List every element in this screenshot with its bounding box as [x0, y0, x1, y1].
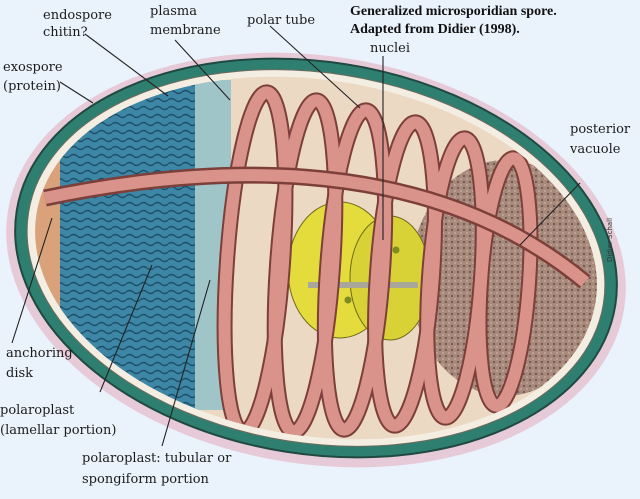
label-polaroplast-tubular: polaroplast: tubular or [82, 451, 232, 466]
label-endospore: endospore [43, 8, 112, 23]
label-exospore: exospore [3, 60, 63, 75]
label-posterior: posterior [570, 122, 631, 137]
diagram-title-line1: Generalized microsporidian spore. [350, 4, 557, 19]
label-endospore-chitin: chitin? [43, 25, 88, 40]
label-plasma-membrane: membrane [150, 23, 221, 38]
label-anchoring: anchoring [6, 346, 73, 361]
label-posterior-vacuole: vacuole [569, 142, 621, 157]
label-polaroplast-lamellar: polaroplast [0, 403, 75, 418]
label-nuclei: nuclei [370, 41, 410, 56]
leader-lines [11, 25, 581, 447]
label-polaroplast-lamellar-portion: (lamellar portion) [0, 423, 116, 438]
label-anchoring-disk: disk [6, 366, 33, 381]
label-plasma: plasma [150, 4, 197, 19]
posterior-vacuole [410, 160, 600, 396]
diagram-title-line2: Adapted from Didier (1998). [350, 22, 520, 37]
artist-signature: Didier Schall [606, 218, 614, 262]
label-exospore-protein: (protein) [3, 79, 61, 94]
label-polar-tube: polar tube [247, 13, 315, 28]
label-polaroplast-spongiform: spongiform portion [82, 472, 210, 487]
